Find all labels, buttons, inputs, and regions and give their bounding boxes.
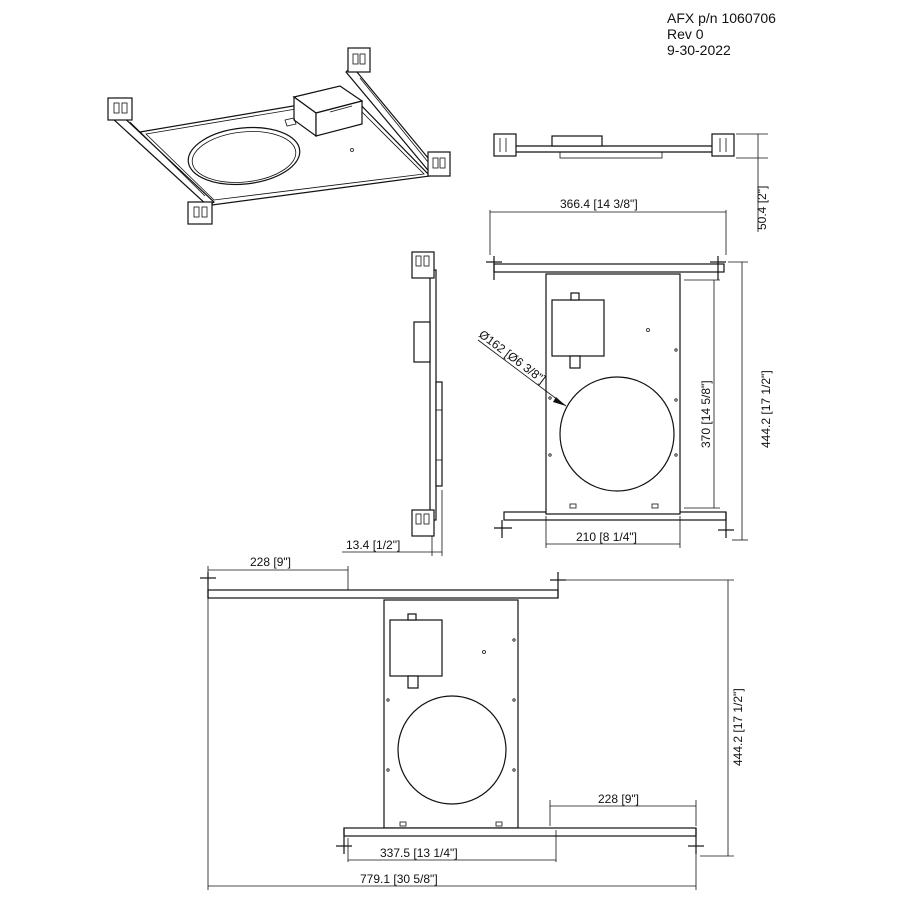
dim-hole-arrow [553, 397, 566, 406]
side-bracket-right [711, 133, 735, 157]
dim-extended-width: 779.1 [30 5/8"] [360, 872, 438, 886]
side-junction-box [551, 135, 603, 147]
iso-bracket-back-left [107, 97, 133, 121]
end-bracket-detail [423, 255, 430, 267]
part-number: AFX p/n 1060706 [667, 10, 776, 26]
end-view: 13.4 [1/2"] [342, 251, 443, 556]
iso-bracket-detail [113, 102, 120, 114]
ext-bar-upper [207, 589, 559, 599]
ext-connector [407, 675, 419, 689]
rivet [512, 638, 516, 642]
iso-bracket-detail [201, 206, 208, 218]
top-connector [569, 355, 581, 369]
iso-bracket-detail [359, 53, 366, 65]
iso-bracket-front-right [427, 151, 451, 177]
end-hole-flange [435, 381, 443, 487]
revision-date: 9-30-2022 [667, 42, 731, 58]
iso-bracket-detail [121, 102, 128, 114]
rivet [674, 398, 678, 402]
rivet [386, 698, 390, 702]
ext-slot [399, 821, 407, 827]
dim-top-width: 366.4 [14 3/8"] [560, 197, 638, 211]
iso-bracket-back-right [347, 47, 371, 73]
extended-view: 228 [9"] 228 [9"] 444. [200, 555, 745, 890]
rivet [646, 328, 650, 332]
iso-hole [187, 126, 301, 186]
dim-overall-height: 444.2 [17 1/2"] [759, 370, 773, 448]
iso-bar-left-edge [129, 121, 206, 197]
top-slot [651, 503, 659, 509]
dim-side-height: 50.4 [2"] [755, 186, 769, 230]
rivet [512, 698, 516, 702]
top-hole [559, 376, 675, 492]
iso-hole-inner [191, 131, 297, 183]
rivet [674, 348, 678, 352]
iso-bracket-detail [193, 206, 200, 218]
rivet [548, 453, 552, 457]
iso-hole-dot [350, 148, 354, 152]
side-plate [559, 151, 663, 159]
top-junction-box [551, 299, 605, 357]
iso-box-detail [329, 105, 353, 113]
end-plate [429, 269, 437, 521]
iso-junction-box-front [315, 100, 363, 137]
iso-bracket-detail [439, 157, 446, 169]
dim-flange-depth: 13.4 [1/2"] [346, 538, 400, 552]
ext-junction-box [389, 619, 443, 677]
rivet [482, 650, 486, 654]
side-view: 50.4 [2"] [493, 133, 769, 232]
end-bracket-detail [415, 513, 422, 525]
end-bracket-detail [423, 513, 430, 525]
dim-hole-diameter: Ø162 [Ø6 3/8"] [476, 327, 548, 386]
ext-hole [397, 695, 507, 805]
top-box-clip [570, 292, 580, 301]
rivet [386, 768, 390, 772]
iso-bracket-detail [432, 157, 439, 169]
isometric-view [107, 47, 451, 225]
dim-hole-leader [477, 339, 567, 407]
ext-bar-lower [343, 827, 697, 837]
ext-slot [495, 821, 503, 827]
top-bar-upper [493, 263, 725, 273]
rivet [674, 453, 678, 457]
iso-bar-right-edge [359, 77, 429, 163]
end-bracket-top [411, 251, 435, 279]
top-view: 366.4 [14 3/8"] Ø162 [Ø6 3/8"] [476, 197, 773, 548]
end-bracket-detail [415, 255, 422, 267]
top-slot [569, 503, 577, 509]
end-junction-box [413, 321, 431, 363]
revision: Rev 0 [667, 26, 704, 42]
iso-tab [284, 117, 297, 127]
iso-plate-inner [145, 99, 425, 201]
end-bracket-bottom [411, 509, 435, 537]
rivet [512, 768, 516, 772]
dim-retracted-width: 337.5 [13 1/4"] [380, 846, 458, 860]
ext-box-clip [407, 613, 417, 621]
dim-bar-ext-left: 228 [9"] [250, 555, 291, 569]
dim-overall-height-extended: 444.2 [17 1/2"] [731, 688, 745, 766]
rivet [548, 396, 552, 400]
title-block: AFX p/n 1060706 Rev 0 9-30-2022 [667, 10, 776, 58]
side-bracket-left [493, 133, 517, 157]
dim-panel-width: 210 [8 1/4"] [576, 530, 637, 544]
dim-bar-ext-right: 228 [9"] [598, 792, 639, 806]
iso-bracket-front-left [187, 201, 213, 225]
dim-panel-height: 370 [14 5/8"] [699, 380, 713, 448]
iso-bracket-detail [352, 53, 359, 65]
